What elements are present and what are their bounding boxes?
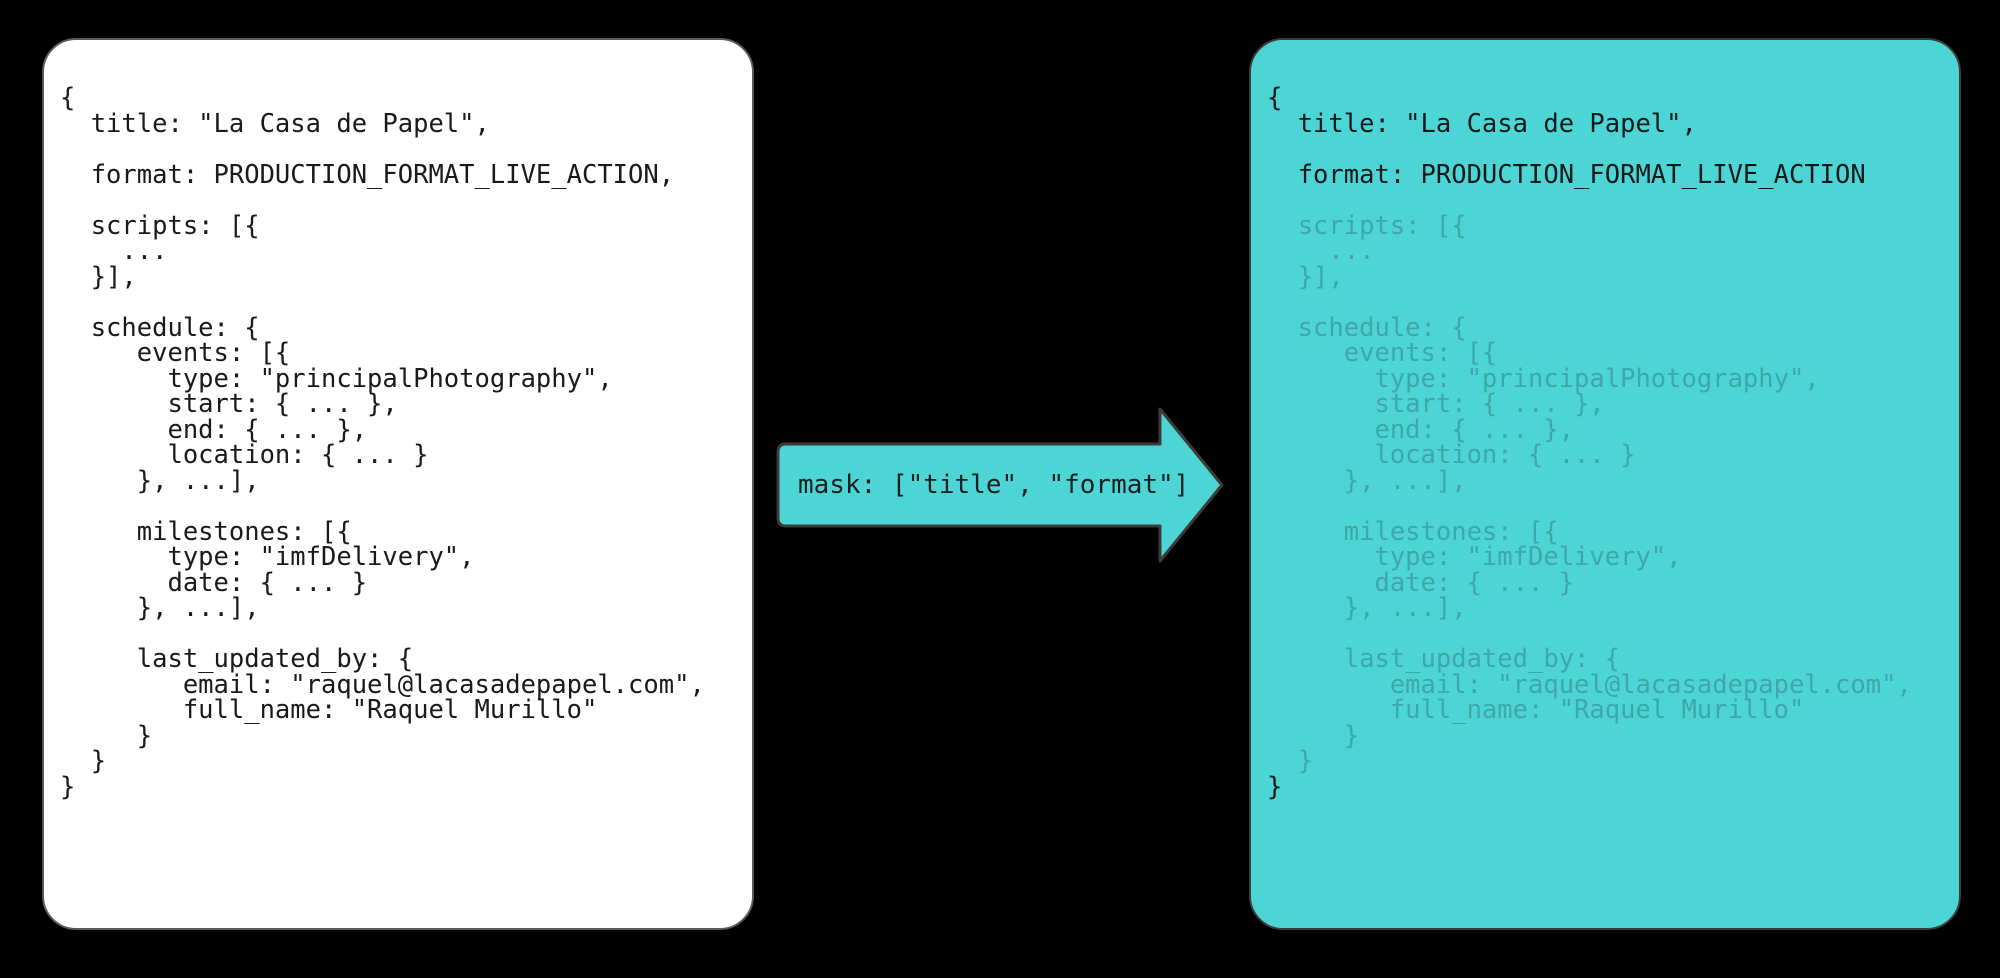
source-code-line: [60, 188, 705, 214]
source-code-line: email: "raquel@lacasadepapel.com",: [60, 669, 705, 700]
masked-code-line-hidden: type: "imfDelivery",: [1267, 542, 1682, 572]
source-code-line: milestones: [{: [60, 516, 352, 547]
masked-code-line-kept: title: "La Casa de Papel",: [1267, 108, 1697, 139]
masked-code-line-kept: [1267, 137, 1912, 163]
source-code-line: [60, 494, 705, 520]
source-code-line: start: { ... },: [60, 389, 398, 419]
source-code-line: type: "imfDelivery",: [60, 542, 475, 572]
source-code-line: }],: [60, 261, 137, 292]
masked-code-line-kept: {: [1267, 83, 1283, 113]
masked-code-line-hidden: ...: [1267, 236, 1375, 266]
source-code-line: last_updated_by: {: [60, 644, 414, 674]
source-code-line: end: { ... },: [60, 414, 368, 445]
source-code-line: }: [60, 771, 76, 802]
masked-code-line-hidden: scripts: [{: [1267, 210, 1467, 241]
masked-code-line-hidden: last_updated_by: {: [1267, 644, 1621, 674]
source-code-line: {: [60, 83, 76, 113]
source-code-line: }, ...],: [60, 593, 260, 623]
masked-code-line-hidden: type: "principalPhotography",: [1267, 363, 1820, 394]
source-code-line: schedule: {: [60, 312, 260, 343]
masked-code-line-kept: }: [1267, 771, 1283, 802]
masked-code-line-kept: [1267, 188, 1912, 214]
masked-code-line-hidden: events: [{: [1267, 338, 1498, 368]
masked-code-line-hidden: date: { ... }: [1267, 567, 1575, 598]
masked-code-line-hidden: end: { ... },: [1267, 414, 1575, 445]
masked-code-line-hidden: [1267, 494, 1912, 520]
source-code-line: location: { ... }: [60, 440, 429, 470]
source-code-line: [60, 137, 705, 163]
source-message-code: { title: "La Casa de Papel", format: PRO…: [44, 40, 705, 800]
masked-code-line-hidden: schedule: {: [1267, 312, 1467, 343]
masked-code-line-hidden: milestones: [{: [1267, 516, 1559, 547]
masked-code-line-hidden: [1267, 290, 1912, 316]
masked-code-line-kept: format: PRODUCTION_FORMAT_LIVE_ACTION: [1267, 159, 1866, 190]
masked-code-line-hidden: email: "raquel@lacasadepapel.com",: [1267, 669, 1912, 700]
masked-code-line-hidden: full_name: "Raquel Murillo": [1267, 695, 1805, 725]
source-code-line: scripts: [{: [60, 210, 260, 241]
masked-code-line-hidden: }: [1267, 720, 1360, 751]
masked-code-line-hidden: }: [1267, 746, 1314, 776]
source-code-line: }: [60, 746, 107, 776]
source-code-line: type: "principalPhotography",: [60, 363, 613, 394]
source-message-card: { title: "La Casa de Papel", format: PRO…: [42, 38, 754, 930]
mask-arrow: [770, 404, 1228, 566]
masked-code-line-hidden: }],: [1267, 261, 1344, 292]
masked-code-line-hidden: start: { ... },: [1267, 389, 1605, 419]
source-code-line: title: "La Casa de Papel",: [60, 108, 490, 139]
source-code-line: [60, 290, 705, 316]
source-code-line: events: [{: [60, 338, 291, 368]
source-code-line: ...: [60, 236, 168, 266]
masked-message-code: { title: "La Casa de Papel", format: PRO…: [1251, 40, 1912, 800]
source-code-line: date: { ... }: [60, 567, 368, 598]
source-code-line: }: [60, 720, 153, 751]
source-code-line: format: PRODUCTION_FORMAT_LIVE_ACTION,: [60, 159, 675, 190]
masked-message-card: { title: "La Casa de Papel", format: PRO…: [1249, 38, 1961, 930]
masked-code-line-hidden: location: { ... }: [1267, 440, 1636, 470]
arrow-shape: [776, 407, 1224, 563]
source-code-line: }, ...],: [60, 465, 260, 496]
masked-code-line-hidden: }, ...],: [1267, 593, 1467, 623]
masked-code-line-hidden: }, ...],: [1267, 465, 1467, 496]
source-code-line: full_name: "Raquel Murillo": [60, 695, 598, 725]
